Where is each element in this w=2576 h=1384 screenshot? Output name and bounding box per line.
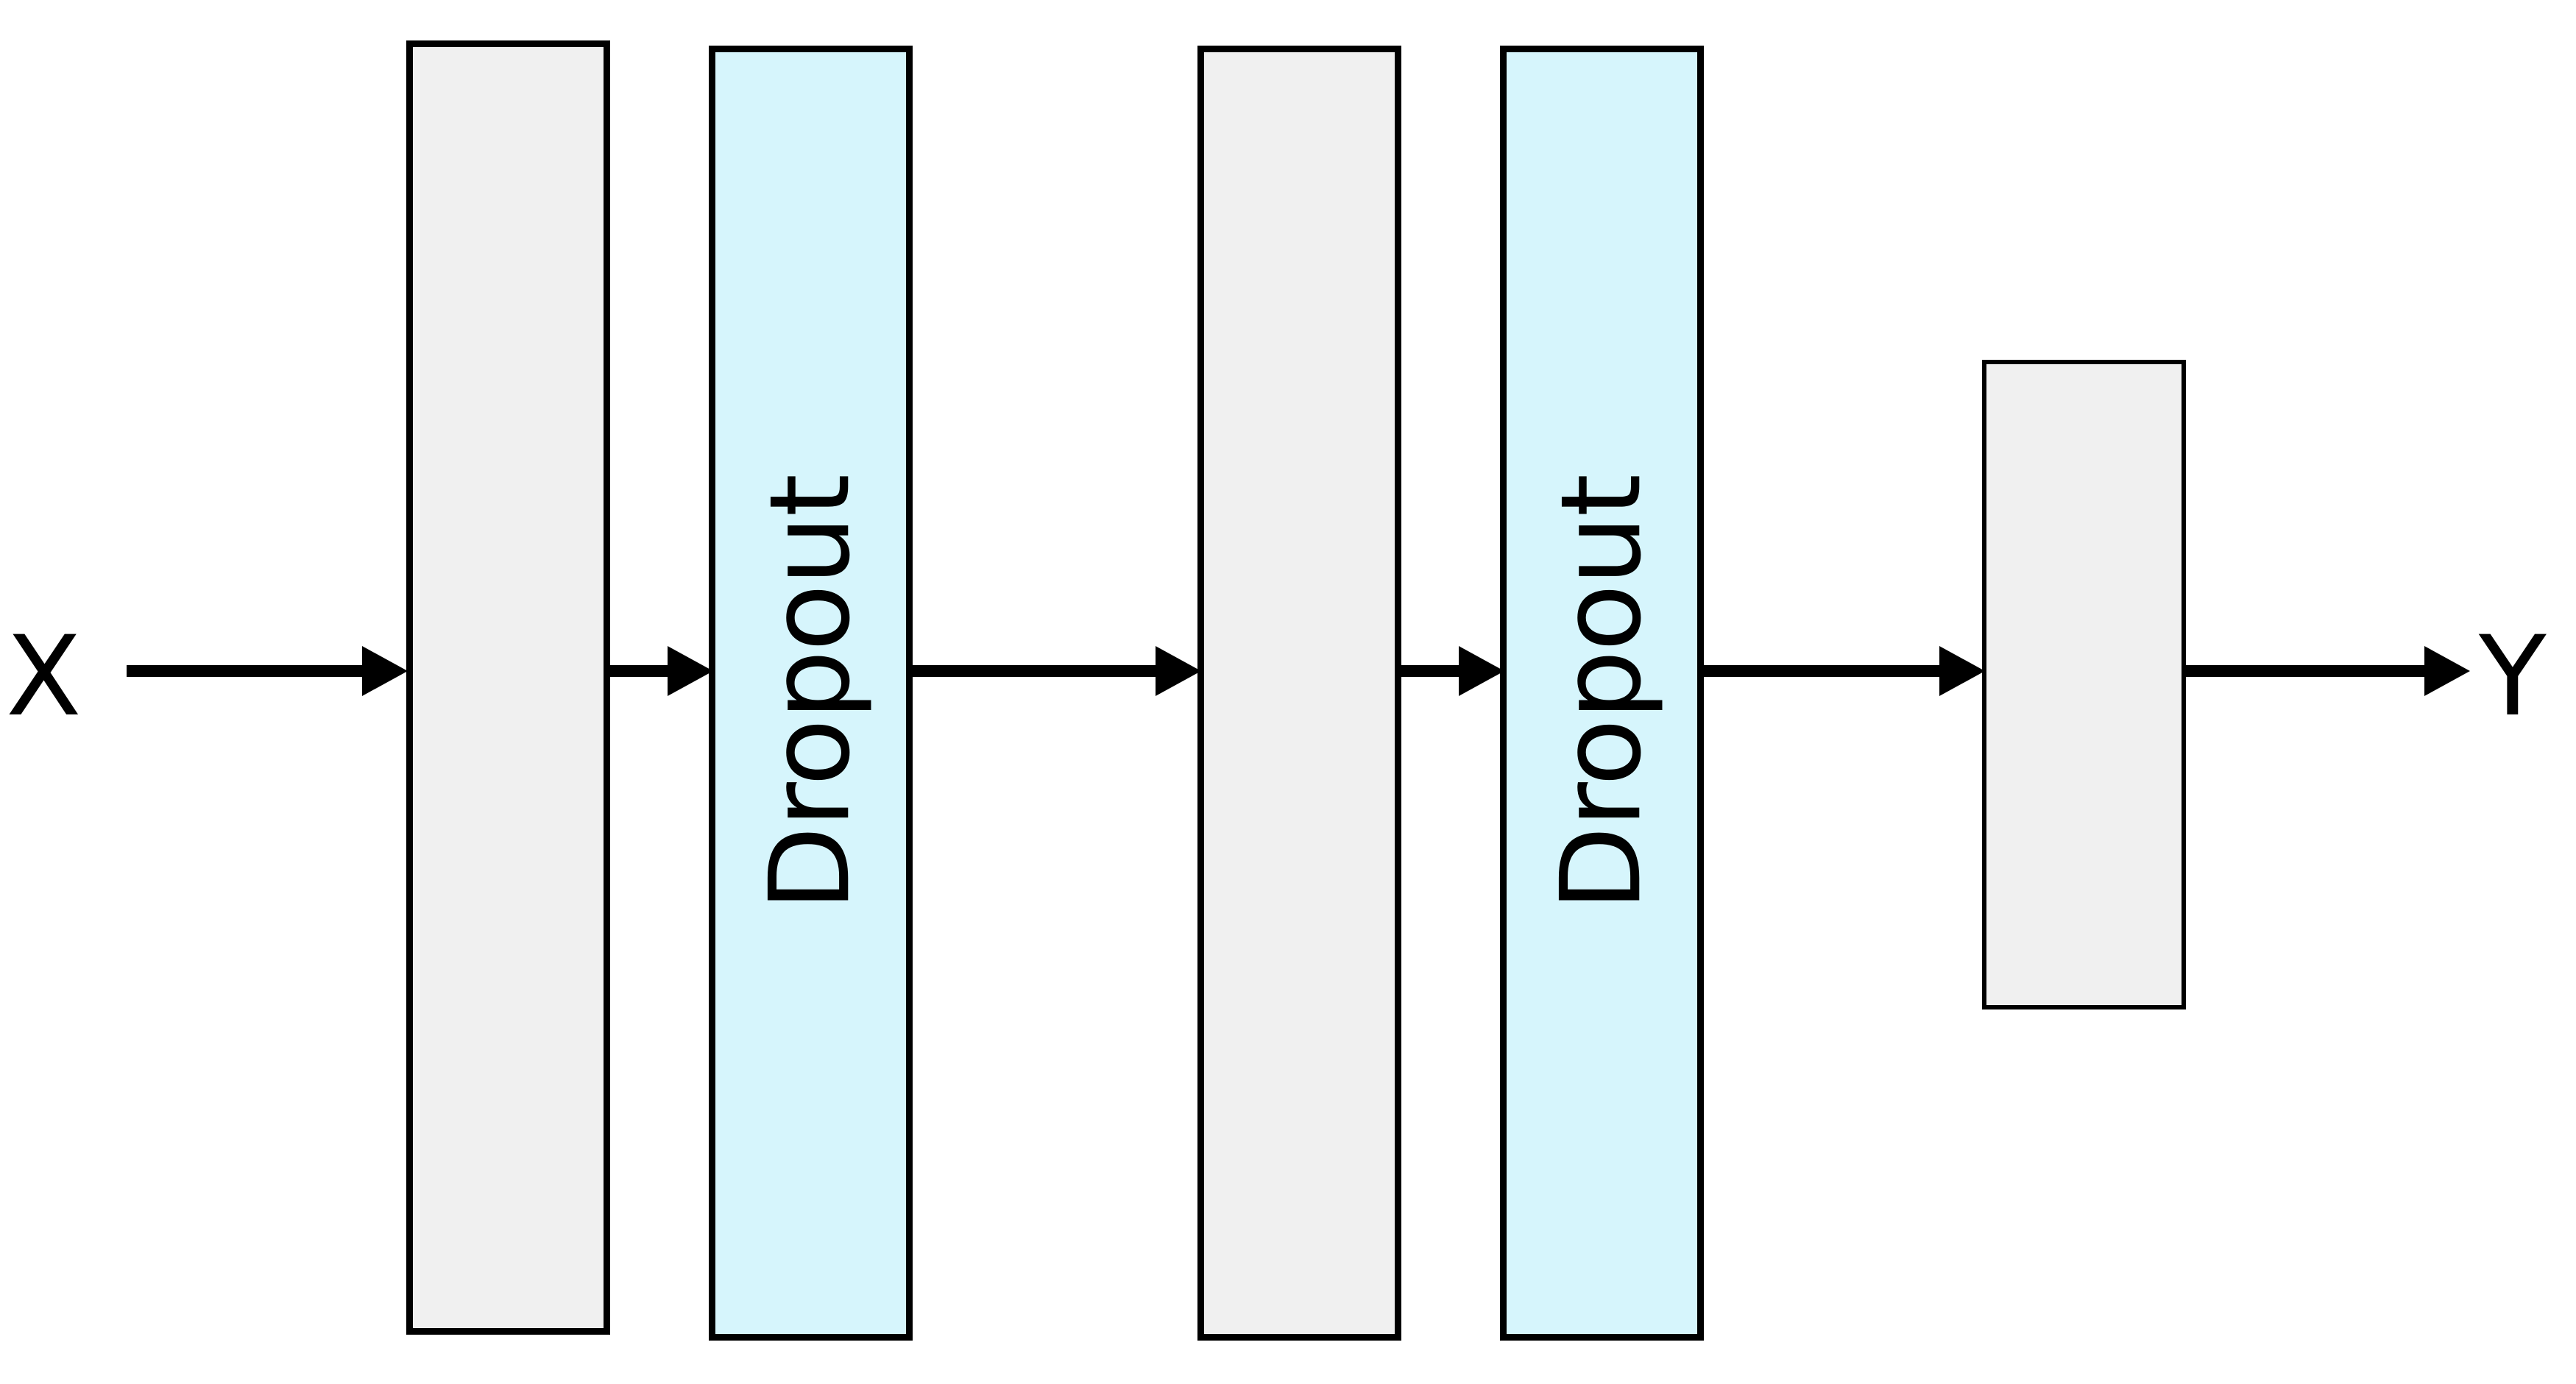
- dropout-layer-block-2[interactable]: Dropout: [1500, 46, 1704, 1341]
- arrow-dropout-1-to-dense-2: [913, 642, 1201, 700]
- dropout-layer-label-2: Dropout: [1538, 475, 1666, 912]
- dropout-layer-label-1: Dropout: [746, 475, 875, 912]
- dropout-layer-block-1[interactable]: Dropout: [709, 46, 913, 1341]
- arrow-dense-1-to-dropout-1: [610, 642, 713, 700]
- arrow-dropout-2-to-dense-3: [1704, 642, 1985, 700]
- dense-layer-block-1[interactable]: [406, 40, 610, 1335]
- input-label-x: X: [6, 613, 82, 741]
- arrow-dense-2-to-dropout-2: [1401, 642, 1504, 700]
- dense-layer-block-2[interactable]: [1197, 46, 1401, 1341]
- output-label-y: Y: [2479, 613, 2547, 741]
- arrow-x-to-dense-1: [127, 642, 408, 700]
- arrow-dense-3-to-y: [2184, 642, 2470, 700]
- dense-layer-block-3[interactable]: [1982, 360, 2186, 1009]
